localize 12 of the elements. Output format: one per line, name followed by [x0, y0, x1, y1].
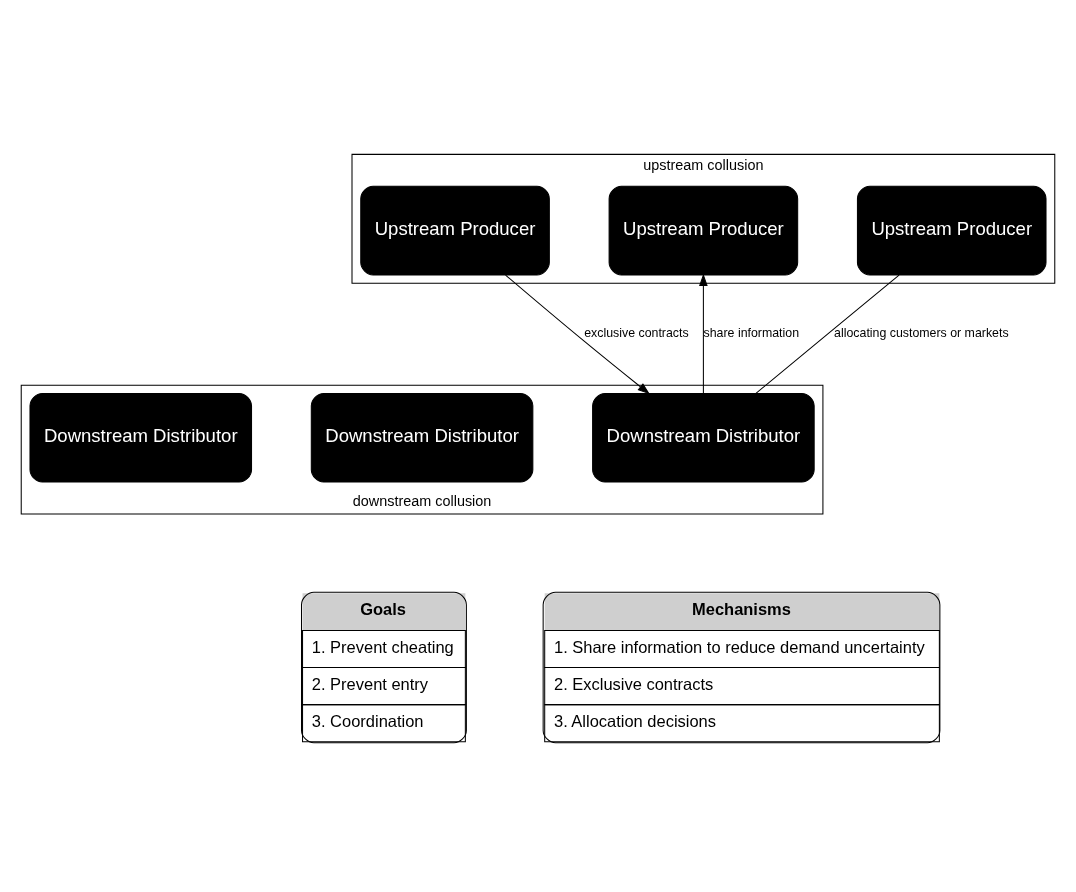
- edge-label: share information: [703, 325, 800, 340]
- arrow: [699, 273, 708, 394]
- edge-label: exclusive contracts: [584, 325, 689, 340]
- node-box: Downstream Distributor: [310, 392, 534, 483]
- arrow: [505, 274, 650, 394]
- node-box: Upstream Producer: [856, 185, 1047, 275]
- node-box: Downstream Distributor: [592, 392, 815, 483]
- node-box: Upstream Producer: [360, 185, 550, 275]
- node-box: Upstream Producer: [608, 185, 799, 275]
- node-box: Downstream Distributor: [29, 392, 253, 483]
- edge-label: allocating customers or markets: [834, 325, 1009, 340]
- connector: [755, 274, 900, 394]
